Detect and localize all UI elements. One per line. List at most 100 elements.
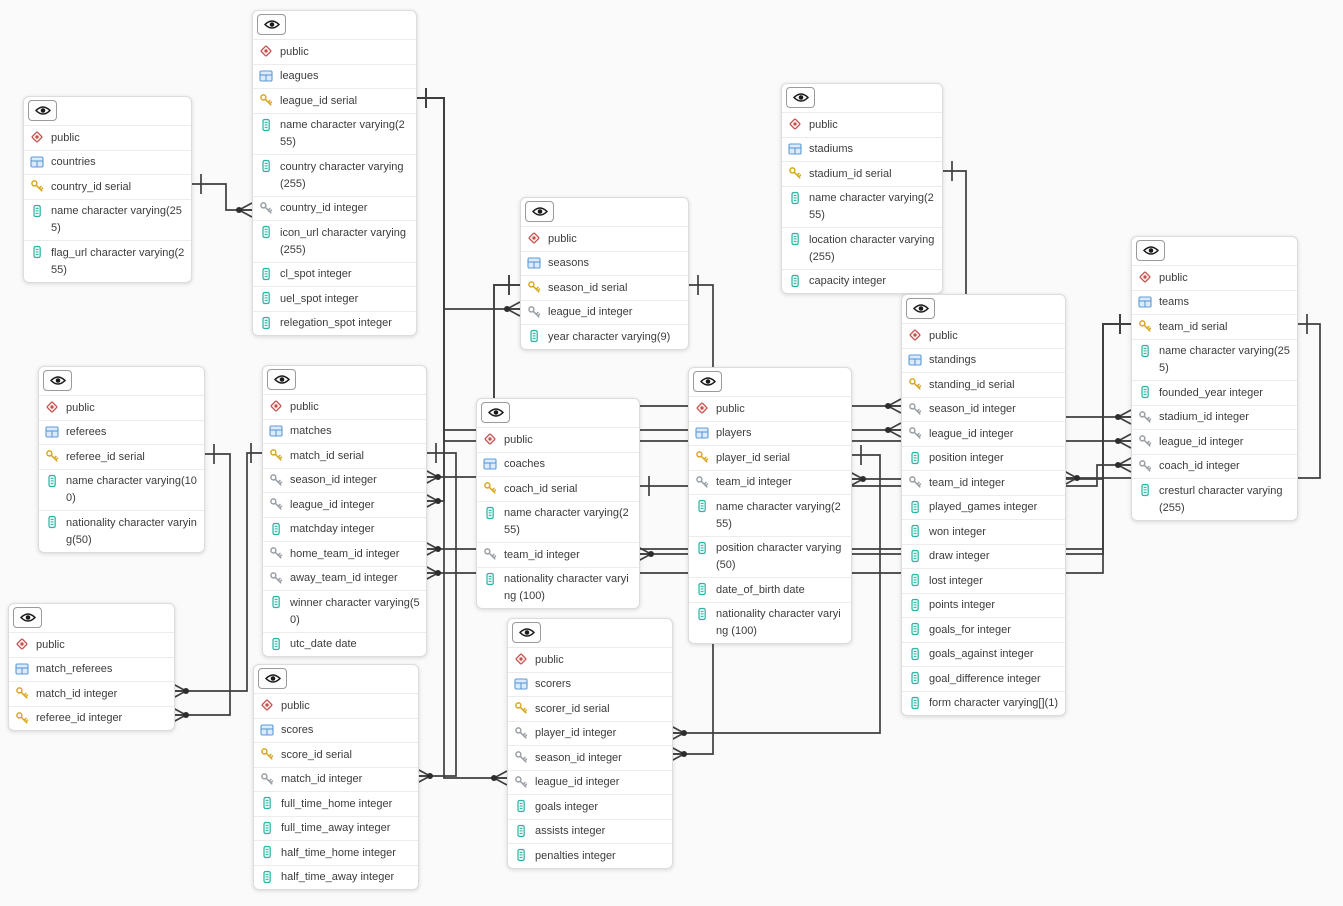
details-toggle-button[interactable] [512, 622, 541, 643]
column-icon [908, 671, 922, 685]
row-label: league_id integer [290, 498, 375, 511]
details-toggle-button[interactable] [525, 201, 554, 222]
column-icon [908, 598, 922, 612]
details-toggle-button[interactable] [481, 402, 510, 423]
eye-icon [699, 376, 716, 387]
column-row-full_time_home: full_time_home integer [254, 791, 418, 816]
row-label: team_id serial [1159, 320, 1228, 333]
details-toggle-button[interactable] [906, 298, 935, 319]
primary-key-icon [15, 711, 29, 725]
row-label: public [716, 402, 745, 415]
details-toggle-button[interactable] [267, 369, 296, 390]
foreign-key-icon [514, 750, 528, 764]
schema-row: public [477, 427, 639, 452]
row-label: scores [281, 724, 314, 736]
column-row-matchday: matchday integer [263, 516, 426, 542]
details-toggle-button[interactable] [1136, 240, 1165, 261]
table-icon [527, 256, 541, 270]
column-icon [260, 821, 274, 835]
row-label: founded_year integer [1159, 386, 1263, 399]
row-label: public [290, 400, 319, 413]
column-icon [908, 549, 922, 563]
column-row-league_id: league_id integer [902, 421, 1065, 446]
row-label: full_time_home integer [281, 797, 393, 810]
schema-row: public [39, 395, 204, 420]
primary-key-icon [1138, 319, 1152, 333]
schema-row: public [782, 112, 942, 137]
foreign-key-icon [259, 201, 273, 215]
row-label: nationality character varying (100) [716, 608, 841, 637]
foreign-key-icon [269, 497, 283, 511]
details-toggle-button[interactable] [786, 87, 815, 108]
table-header [254, 665, 418, 693]
column-icon [30, 245, 44, 259]
details-toggle-button[interactable] [13, 607, 42, 628]
row-label: country character varying(255) [280, 160, 404, 190]
table-icon [483, 457, 497, 471]
column-row-draw: draw integer [902, 543, 1065, 569]
row-label: league_id integer [548, 306, 633, 318]
column-row-position: position integer [902, 445, 1065, 471]
column-icon [908, 451, 922, 465]
column-icon [259, 291, 273, 305]
details-toggle-button[interactable] [693, 371, 722, 392]
eye-icon [912, 303, 929, 314]
table-icon [259, 69, 273, 83]
primary-key-icon [527, 280, 541, 294]
table-header [263, 366, 426, 394]
primary-key-icon [788, 166, 802, 180]
column-icon [269, 522, 283, 536]
column-row-relegation_spot: relegation_spot integer [253, 310, 416, 336]
column-row-utc_date: utc_date date [263, 631, 426, 657]
table-header [1132, 237, 1297, 265]
foreign-key-icon [514, 726, 528, 740]
table-icon [788, 142, 802, 156]
column-row-team_id: team_id integer [477, 542, 639, 567]
row-label: season_id serial [548, 281, 628, 294]
column-icon [269, 595, 283, 609]
row-label: referee_id integer [36, 712, 123, 724]
details-toggle-button[interactable] [28, 100, 57, 121]
column-icon [1138, 344, 1152, 358]
details-toggle-button[interactable] [257, 14, 286, 35]
column-row-league_id: league_id integer [521, 299, 688, 325]
details-toggle-button[interactable] [258, 668, 287, 689]
column-row-flag_url: flag_url character varying(255) [24, 240, 191, 282]
foreign-key-icon [1138, 434, 1152, 448]
details-toggle-button[interactable] [43, 370, 72, 391]
column-icon [908, 647, 922, 661]
table-header [24, 97, 191, 125]
row-label: league_id integer [535, 776, 620, 788]
column-row-league_id: league_id integer [508, 769, 672, 795]
foreign-key-icon [908, 475, 922, 489]
column-icon [514, 799, 528, 813]
column-icon [695, 499, 709, 513]
column-row-team_id: team_id integer [902, 470, 1065, 495]
column-row-position: position character varying(50) [689, 535, 851, 578]
row-label: flag_url character varying(255) [51, 246, 185, 276]
eye-icon [518, 627, 535, 638]
eye-icon [531, 206, 548, 217]
row-label: name character varying(255) [51, 205, 182, 234]
table-header [9, 604, 174, 632]
column-icon [788, 274, 802, 288]
row-label: nationality character varying(50) [66, 516, 197, 546]
row-label: match_referees [36, 663, 113, 675]
primary-key-icon [269, 448, 283, 462]
row-label: goals_for integer [929, 623, 1011, 636]
table-icon [269, 424, 283, 438]
row-label: standings [929, 354, 977, 366]
